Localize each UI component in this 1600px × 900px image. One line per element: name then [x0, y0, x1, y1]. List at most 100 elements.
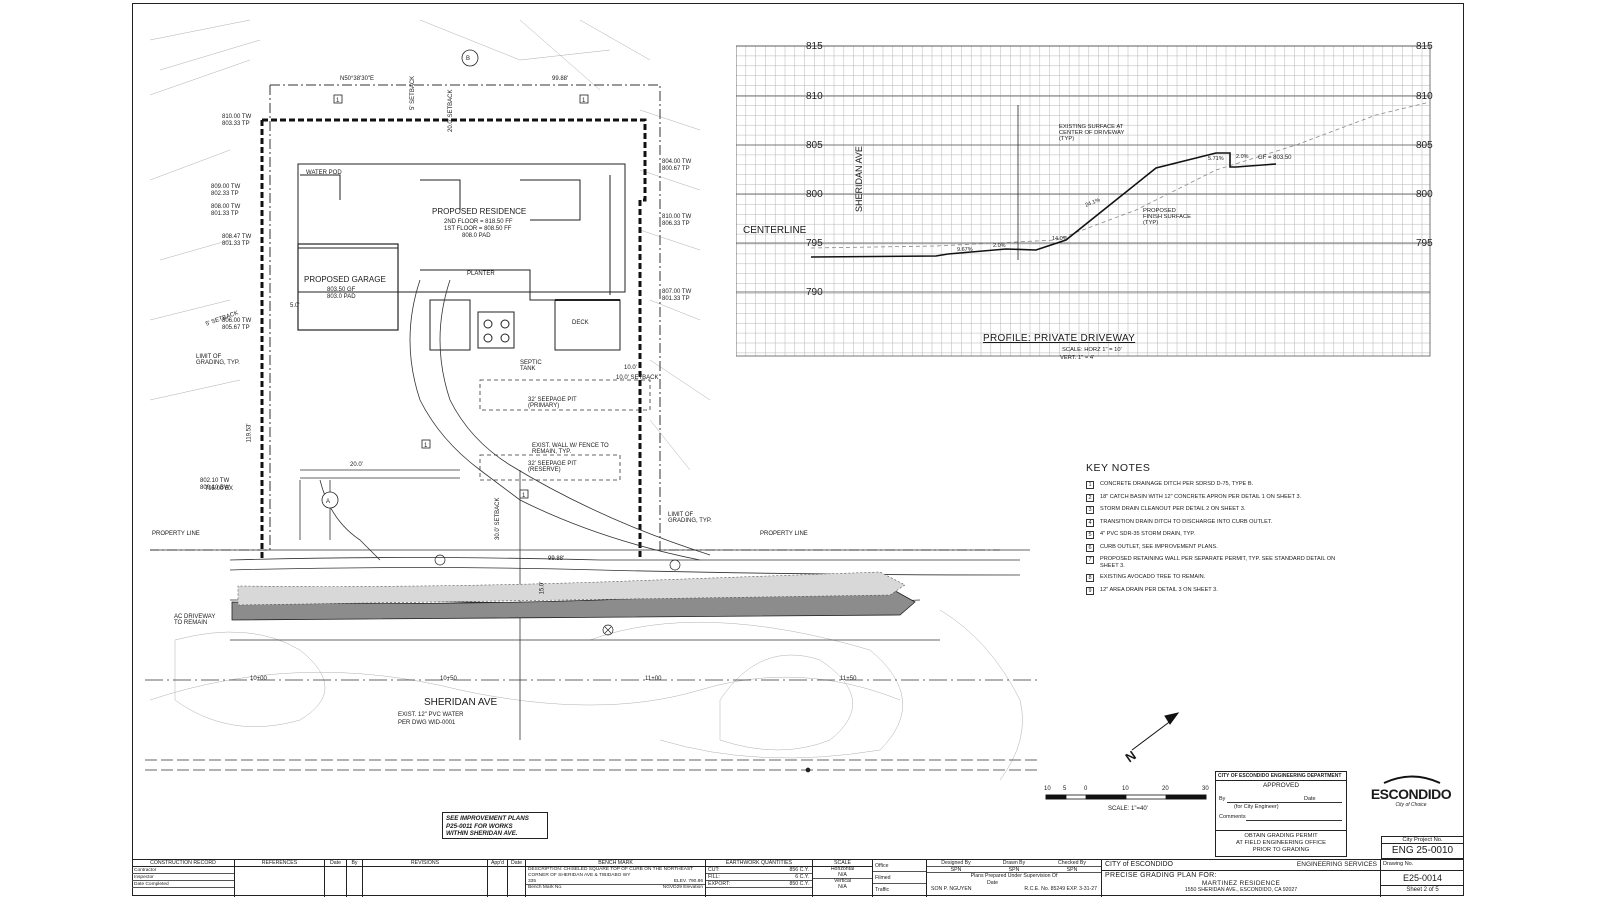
planter-label: PLANTER — [467, 271, 495, 277]
setback-30-label: 30.0' SETBACK — [495, 497, 501, 541]
bench-mark-cell: BENCH MARK DESCRIPTION: CHISELED SQUARE … — [526, 860, 706, 897]
revisions-cell: REVISIONS — [363, 860, 488, 897]
profile-elev-left: 790 — [806, 287, 823, 298]
water-dwg-label: PER DWG WID-0001 — [398, 720, 456, 726]
seepage-reserve-label: 32' SEEPAGE PIT (RESERVE) — [528, 461, 577, 473]
tw-13: 802.10 TW — [200, 478, 230, 484]
export-row: EXPORT:850 C.Y. — [706, 881, 812, 888]
project-number-label: City Project No. — [1382, 837, 1463, 844]
tw-16: 806.33 TP — [662, 221, 690, 227]
setback-20-label: 20.0' SETBACK — [448, 89, 454, 133]
garage-pad: 803.0 PAD — [327, 294, 356, 300]
profile-elev-left: 800 — [806, 189, 823, 200]
tw-3: 809.00 TW — [211, 184, 241, 190]
key-note-text: TRANSITION DRAIN DITCH TO DISCHARGE INTO… — [1100, 518, 1273, 525]
designed-by-label: Designed By — [941, 860, 971, 866]
water-pod-label: WATER POD — [306, 170, 342, 176]
tw-14: 800.10 BW — [200, 485, 230, 491]
cut-row: CUT:856 C.Y. — [706, 867, 812, 874]
key-note-number: 1 — [1086, 481, 1094, 489]
profile-grid: 8158108058007957908158108058007951+001+5… — [736, 41, 1433, 363]
bench-mark-number: 335 — [528, 879, 537, 884]
bench-mark-elev: ELEV. 790.86 — [673, 879, 703, 884]
tw-15: 810.00 TW — [662, 214, 692, 220]
exist-wall-label: EXIST. WALL W/ FENCE TO REMAIN, TYP. — [532, 443, 609, 455]
residence-label: PROPOSED RESIDENCE — [432, 207, 527, 216]
approval-foot-3: PRIOR TO GRADING — [1252, 847, 1310, 853]
construction-record-head: CONSTRUCTION RECORD — [132, 860, 234, 867]
approval-date-label: Date — [1304, 796, 1316, 802]
approval-for-label: (for City Engineer) — [1234, 804, 1279, 810]
city-logo: ESCONDIDO City of Choice — [1370, 774, 1452, 812]
approval-status: APPROVED — [1262, 782, 1300, 789]
profile-grade-1: 9.67% — [957, 247, 973, 253]
approval-by-row: By Date — [1216, 796, 1346, 804]
approval-foot-1: OBTAIN GRADING PERMIT — [1244, 833, 1318, 839]
references-head: REFERENCES — [235, 860, 324, 867]
plan-title: PRECISE GRADING PLAN FOR: — [1105, 872, 1217, 879]
proposed-surface-line — [810, 152, 1277, 258]
engineer-rce: R.C.E. No. 85249 EXP. 3-31-27 — [1024, 886, 1097, 892]
checked-by-label: Checked By — [1058, 860, 1086, 866]
profile-elev-right: 815 — [1416, 41, 1433, 52]
filmed-label: Filmed — [873, 872, 926, 884]
approval-box: CITY OF ESCONDIDO ENGINEERING DEPARTMENT… — [1215, 771, 1347, 857]
bench-mark-datum: NGVD29 Elevation — [662, 885, 703, 890]
logo-mountain-icon — [1383, 775, 1441, 784]
city-row: CITY of ESCONDIDO ENGINEERING SERVICES — [1102, 860, 1380, 871]
limit-grading-right: LIMIT OF GRADING, TYP. — [668, 512, 712, 524]
key-note-text: PROPOSED RETAINING WALL PER SEPARATE PER… — [1100, 556, 1336, 569]
project-name: MARTINEZ RESIDENCE — [1201, 880, 1281, 887]
engineer-row: SON P. NGUYEN R.C.E. No. 85249 EXP. 3-31… — [927, 886, 1101, 893]
key-note-number: 4 — [1086, 518, 1094, 527]
title-block: CONSTRUCTION RECORD Contractor Inspector… — [132, 859, 1464, 897]
ffs-label: 795.00 EX — [205, 486, 234, 492]
street-label: SHERIDAN AVE — [424, 697, 498, 708]
scale-cell: SCALE Horizontal N/A Vertical N/A — [813, 860, 873, 897]
plan-title-cell: CITY of ESCONDIDO ENGINEERING SERVICES P… — [1102, 860, 1381, 897]
key-note-item: 7 PROPOSED RETAINING WALL PER SEPARATE PE… — [1086, 556, 1346, 570]
property-line-right: PROPERTY LINE — [760, 531, 808, 537]
prepared-under-label: Plans Prepared Under Supervision Of — [970, 873, 1058, 879]
profile-elev-left: 815 — [806, 41, 823, 52]
project-number-box: City Project No. ENG 25-0010 — [1381, 836, 1464, 859]
project-address: 1550 SHERIDAN AVE., ESCONDIDO, CA 92027 — [1184, 887, 1298, 893]
key-note-number: 8 — [1086, 574, 1094, 583]
north-arrow-label: N — [1122, 747, 1139, 766]
septic-label: SEPTIC TANK — [520, 360, 542, 372]
scale-head: SCALE — [813, 860, 872, 867]
project-number-value: ENG 25-0010 — [1391, 845, 1454, 856]
key-note-text: 18" CATCH BASIN WITH 12" CONCRETE APRON … — [1100, 493, 1302, 500]
profile-existing-surface: EXISTING SURFACE AT CENTER OF DRIVEWAY (… — [1059, 124, 1125, 142]
office-label: Office — [873, 860, 926, 872]
signature-heads: Designed By Drawn By Checked By — [927, 860, 1101, 867]
approval-comments-row: Comments — [1216, 814, 1346, 822]
dist-top: 99.88' — [552, 76, 569, 82]
key-note-number: 7 — [1086, 556, 1094, 564]
tw-2: 803.33 TP — [222, 121, 250, 127]
sheet-number: Sheet 2 of 5 — [1406, 887, 1439, 893]
scale-horizontal: Horizontal — [830, 866, 855, 872]
logo-sub: City of Choice — [1395, 802, 1427, 808]
profile-gf: GF = 803.50 — [1258, 155, 1292, 161]
tw-17: 807.00 TW — [662, 289, 692, 295]
profile-elev-right: 810 — [1416, 91, 1433, 102]
profile-elev-right: 800 — [1416, 189, 1433, 200]
scale-tick-5: 20 — [1162, 786, 1169, 792]
inspector-label: Inspector — [132, 874, 234, 881]
scale-tick-3: 0 — [1084, 786, 1088, 792]
dim-10-label: 10.0' — [624, 365, 637, 371]
references-cell: REFERENCES — [235, 860, 325, 897]
scale-tick-4: 10 — [1122, 786, 1129, 792]
improvement-note-line1: SEE IMPROVEMENT PLANS — [446, 815, 529, 822]
station-4: 11+50 — [840, 676, 857, 682]
date-completed-label: Date Completed — [132, 881, 234, 888]
improvement-note-line2: P25-0011 FOR WORKS — [446, 822, 513, 830]
tw-4: 802.33 TP — [211, 191, 239, 197]
